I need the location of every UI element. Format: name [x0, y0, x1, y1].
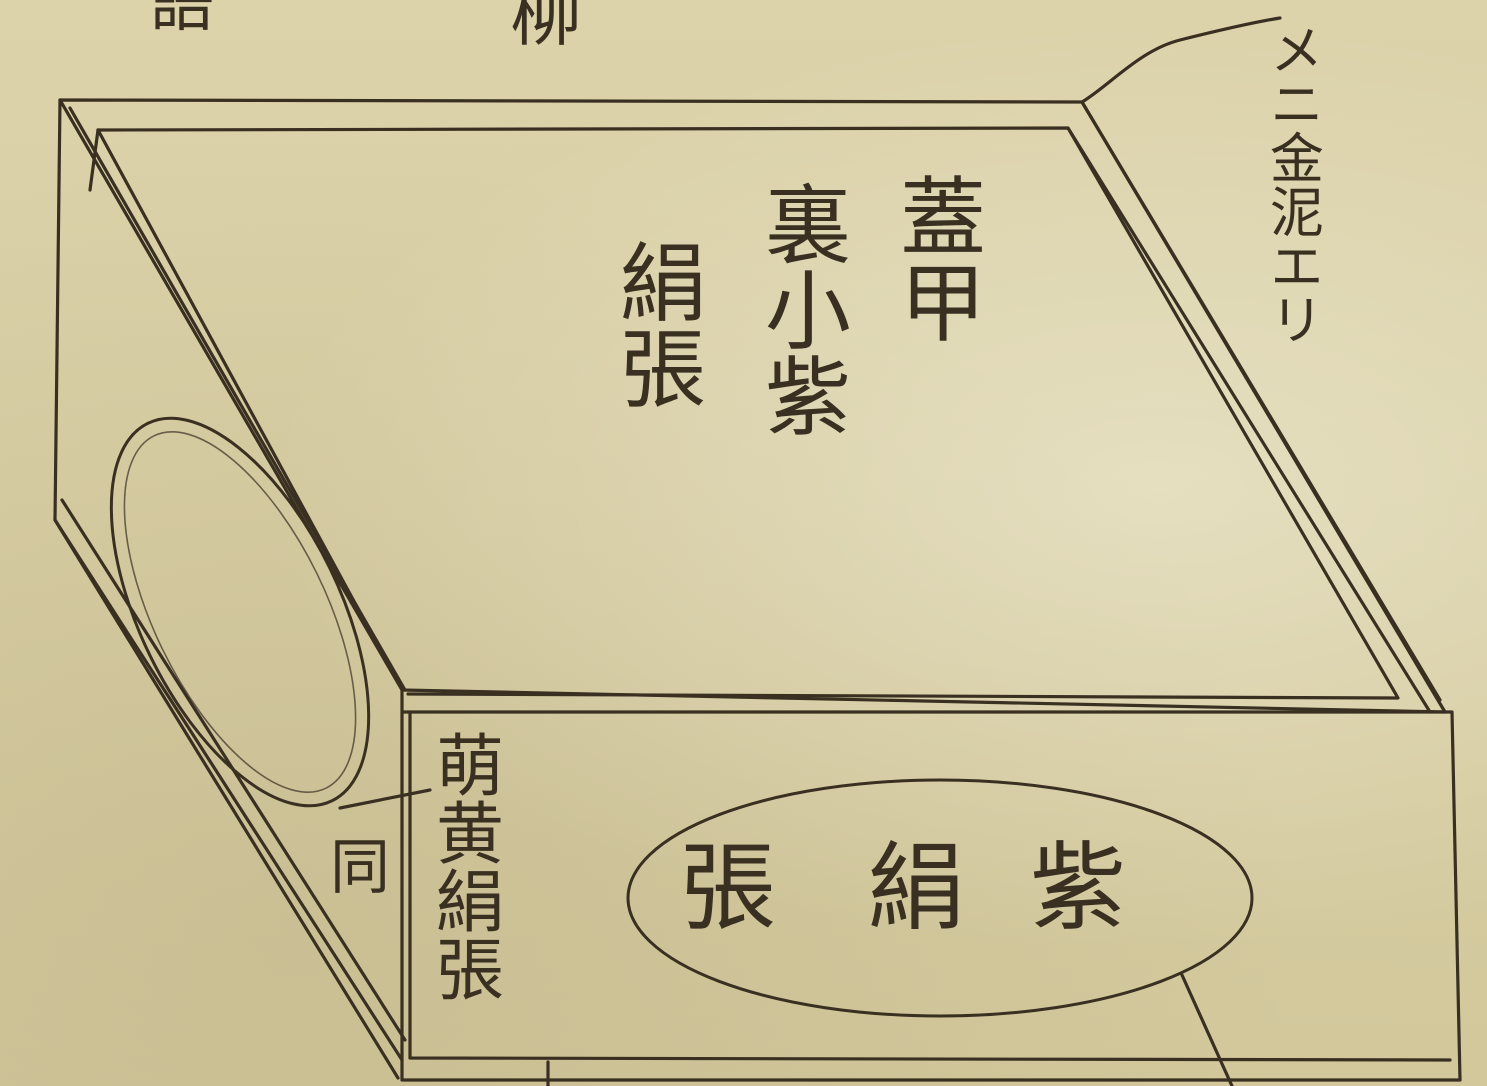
lid-label-col1: 蓋甲: [884, 172, 985, 344]
front-oval-char-1: 紫: [1030, 832, 1126, 944]
lid-label-col3: 絹張: [604, 238, 705, 410]
front-oval: [626, 778, 1254, 1018]
corner-note: メニ金泥エリ: [1260, 22, 1324, 346]
edge-note: 萌黄絹張: [423, 730, 503, 1002]
front-oval-char-2: 絹: [868, 832, 964, 944]
header-fragment-left: 語: [150, 0, 214, 41]
side-note: 同: [330, 833, 390, 903]
header-fragment-right: 柳: [510, 0, 583, 56]
lid-inner-rim: [96, 126, 1400, 700]
front-oval-char-3: 張: [680, 832, 776, 944]
side-oval: [109, 416, 371, 808]
lid-label-col2: 裏小紫: [749, 180, 850, 438]
front-face-outline: [400, 688, 1462, 1082]
